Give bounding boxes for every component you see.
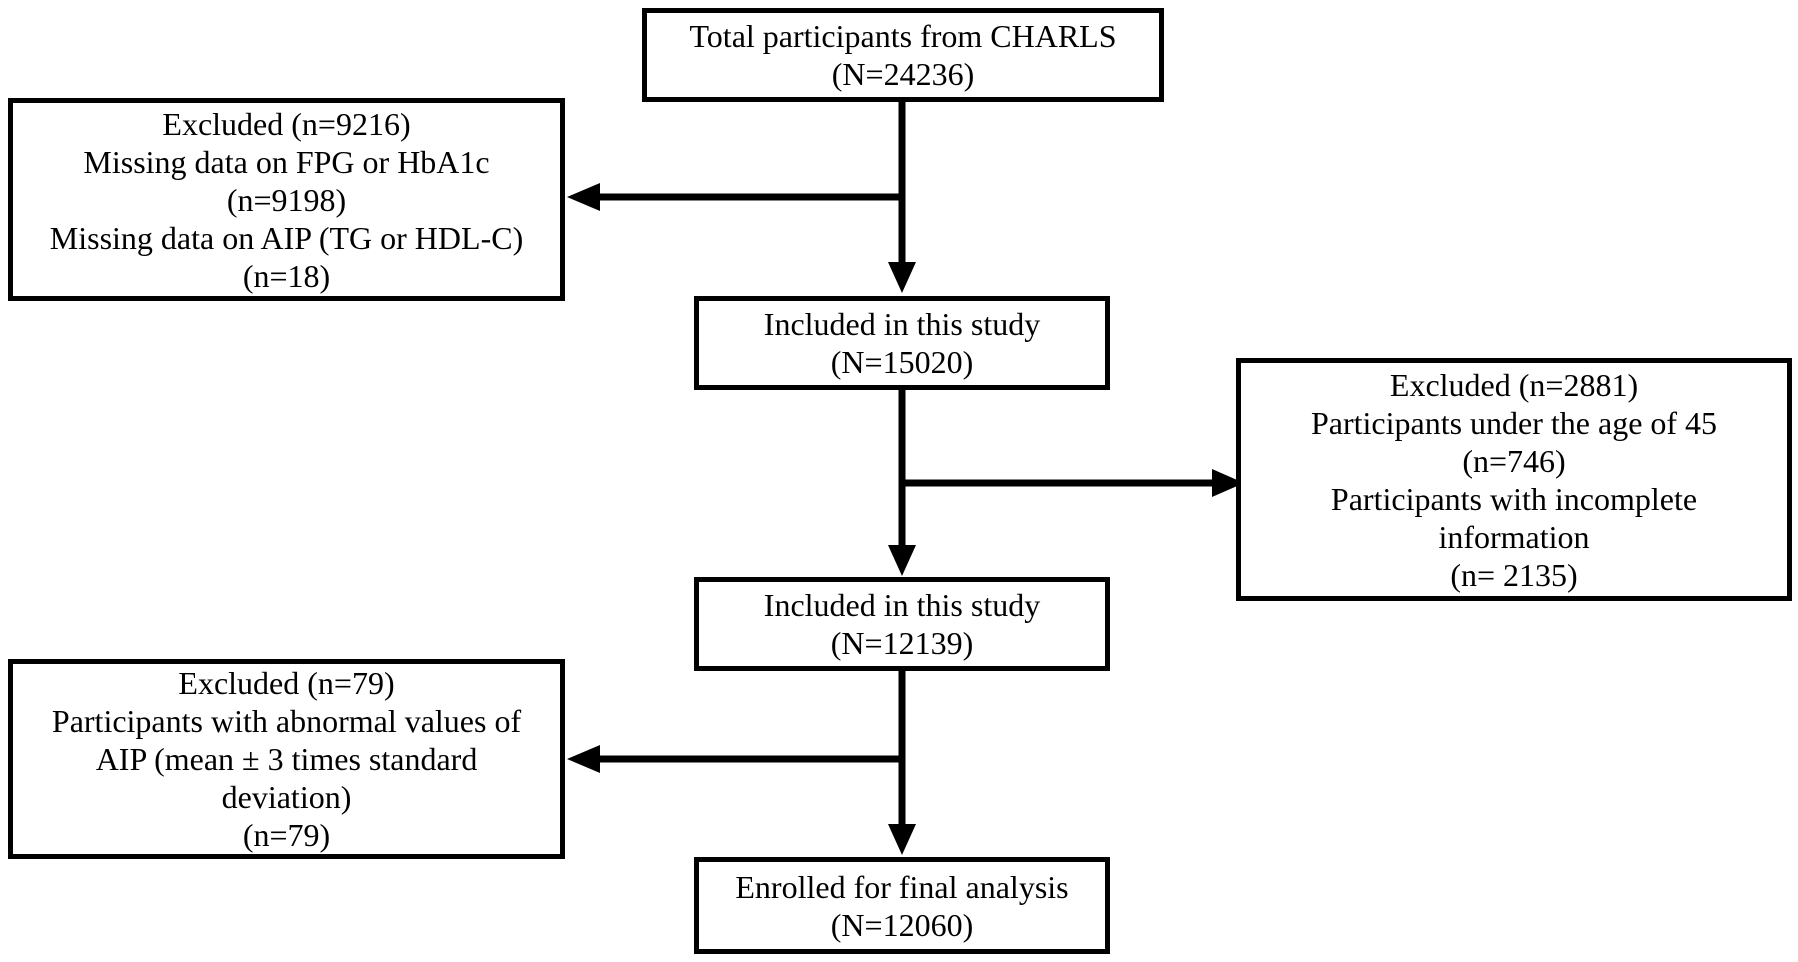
arrowhead-left-1 — [567, 183, 600, 211]
final-analysis-count: (N=12060) — [830, 906, 974, 943]
excluded-2-reason-2-line-2: information — [1438, 518, 1590, 555]
arrowhead-left-3 — [567, 745, 600, 773]
included-box-1: Included in this study (N=15020) — [694, 296, 1110, 390]
excluded-3-reason-line-1: Participants with abnormal values of — [51, 703, 522, 739]
included-2-count: (N=12139) — [830, 625, 974, 661]
final-analysis-title: Enrolled for final analysis — [735, 868, 1069, 905]
excluded-box-2: Excluded (n=2881) Participants under the… — [1236, 358, 1792, 601]
total-participants-count: (N=24236) — [831, 56, 975, 92]
excluded-box-3: Excluded (n=79) Participants with abnorm… — [8, 659, 565, 859]
excluded-1-title: Excluded (n=9216) — [162, 105, 411, 142]
arrowhead-right-2 — [1212, 469, 1244, 497]
included-box-2: Included in this study (N=12139) — [694, 577, 1110, 671]
excluded-1-reason-1: Missing data on FPG or HbA1c — [83, 143, 490, 180]
excluded-1-reason-1-count: (n=9198) — [226, 181, 347, 218]
arrowhead-down-2 — [888, 545, 916, 576]
arrowhead-down-3 — [888, 824, 916, 855]
included-1-count: (N=15020) — [830, 344, 974, 380]
excluded-2-title: Excluded (n=2881) — [1389, 366, 1639, 403]
final-analysis-box: Enrolled for final analysis (N=12060) — [694, 857, 1110, 954]
excluded-2-reason-2-count: (n= 2135) — [1450, 556, 1578, 593]
excluded-2-reason-2-line-1: Participants with incomplete — [1330, 480, 1698, 517]
total-participants-box: Total participants from CHARLS (N=24236) — [642, 8, 1164, 102]
excluded-2-reason-1-count: (n=746) — [1462, 442, 1566, 479]
excluded-1-reason-2: Missing data on AIP (TG or HDL-C) — [49, 219, 524, 256]
arrowhead-down-1 — [888, 262, 916, 293]
excluded-2-reason-1: Participants under the age of 45 — [1310, 404, 1718, 441]
excluded-3-reason-line-3: deviation) — [221, 779, 352, 815]
excluded-1-reason-2-count: (n=18) — [242, 257, 331, 294]
excluded-box-1: Excluded (n=9216) Missing data on FPG or… — [8, 98, 565, 301]
included-1-title: Included in this study — [763, 306, 1041, 342]
included-2-title: Included in this study — [763, 587, 1041, 623]
excluded-3-title: Excluded (n=79) — [178, 665, 395, 701]
excluded-3-reason-count: (n=79) — [242, 817, 331, 853]
excluded-3-reason-line-2: AIP (mean ± 3 times standard — [95, 741, 478, 777]
total-participants-title: Total participants from CHARLS — [689, 18, 1117, 54]
